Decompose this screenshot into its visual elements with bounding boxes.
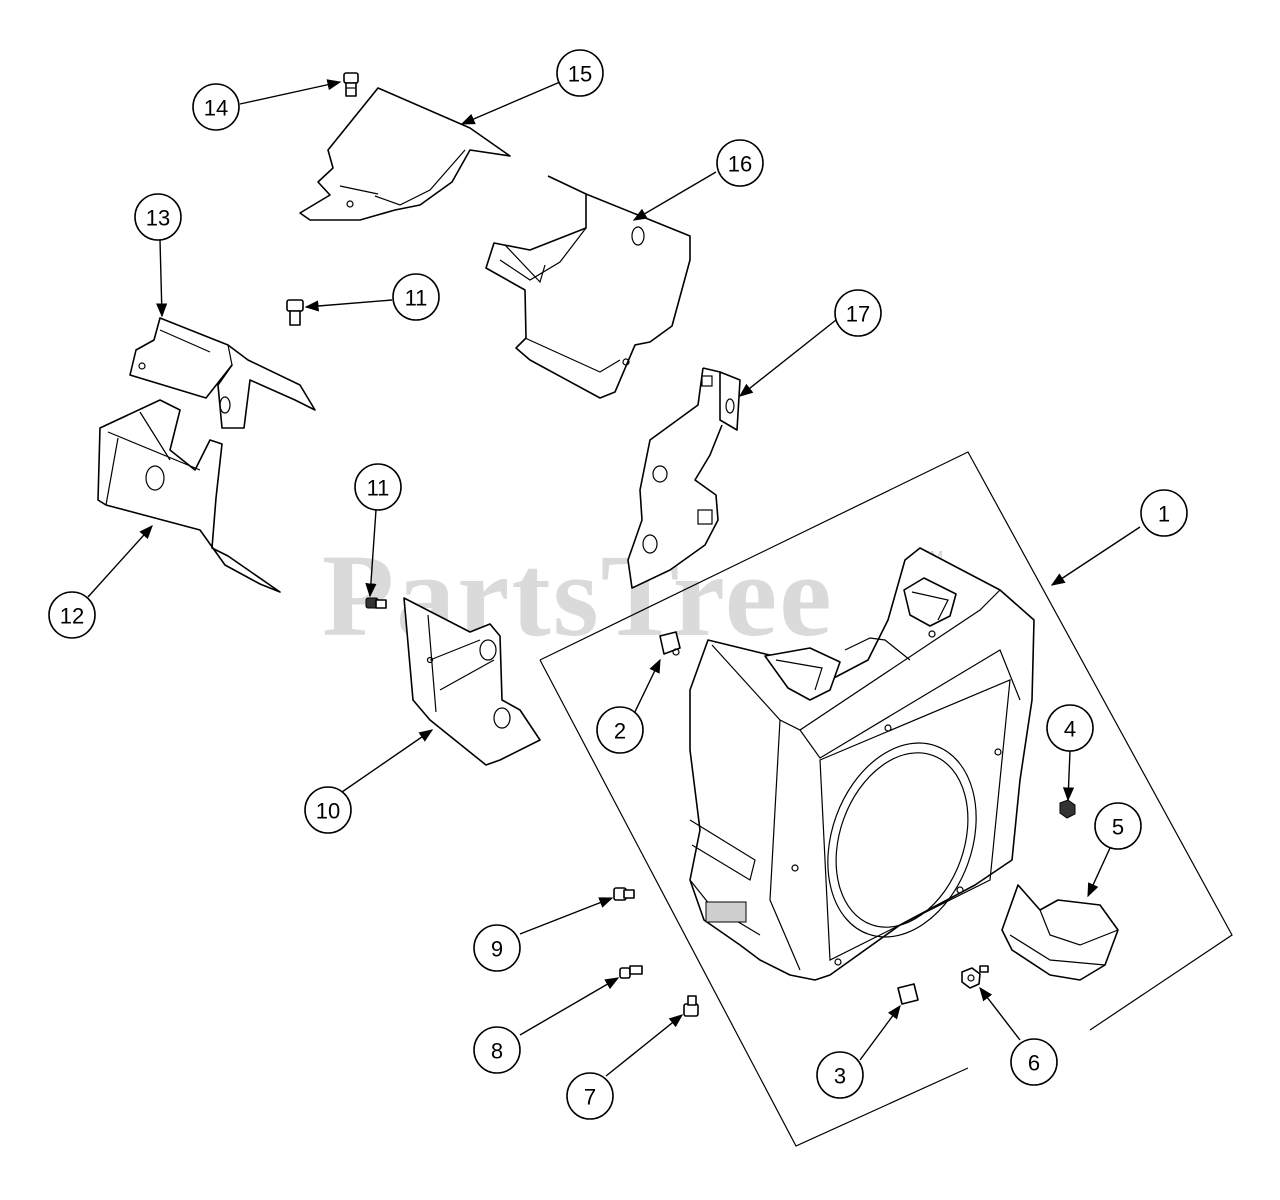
assembly-outline-lower bbox=[539, 659, 969, 1147]
callout-14-label: 14 bbox=[204, 96, 228, 121]
callout-11-top-label: 11 bbox=[405, 286, 428, 311]
callout-4-label: 4 bbox=[1064, 717, 1076, 742]
part-1-blower-housing bbox=[689, 547, 1035, 981]
assembly-outline bbox=[539, 451, 1233, 1031]
leader-2 bbox=[631, 658, 661, 719]
part-2-clip bbox=[659, 631, 681, 656]
callout-4: 4 bbox=[1046, 704, 1094, 752]
callout-17: 17 bbox=[834, 289, 882, 337]
part-12-bracket bbox=[97, 399, 281, 593]
callout-1: 1 bbox=[1140, 489, 1188, 537]
callout-15-label: 15 bbox=[568, 62, 592, 87]
callout-11-top: 11 bbox=[392, 273, 440, 321]
part-7-screw bbox=[683, 995, 699, 1017]
part-3-clip bbox=[897, 983, 919, 1005]
leader-1 bbox=[1050, 526, 1141, 586]
callout-16-label: 16 bbox=[728, 152, 752, 177]
part-16-shroud bbox=[485, 175, 691, 399]
callout-3-label: 3 bbox=[834, 1064, 846, 1089]
leader-17 bbox=[738, 319, 837, 397]
callout-5: 5 bbox=[1094, 802, 1142, 850]
leader-16 bbox=[632, 171, 717, 221]
leader-13 bbox=[156, 239, 168, 318]
part-14-bolt bbox=[343, 72, 359, 97]
callout-7: 7 bbox=[566, 1072, 614, 1120]
leader-11-lower bbox=[365, 509, 377, 598]
part-10-bracket bbox=[403, 597, 541, 766]
callout-16: 16 bbox=[716, 139, 764, 187]
leader-6 bbox=[979, 986, 1021, 1041]
leader-9 bbox=[519, 897, 614, 935]
part-6-nut bbox=[961, 965, 989, 989]
callout-8-label: 8 bbox=[491, 1039, 503, 1064]
part-11-bolt-lower bbox=[365, 597, 387, 609]
callout-13: 13 bbox=[134, 193, 182, 241]
callout-11-lower: 11 bbox=[354, 463, 402, 511]
callout-6: 6 bbox=[1010, 1038, 1058, 1086]
callout-14: 14 bbox=[192, 83, 240, 131]
leader-11-top bbox=[304, 299, 393, 312]
callout-9-label: 9 bbox=[491, 937, 503, 962]
callouts: 1 2 3 4 5 6 7 8 bbox=[48, 49, 1188, 1120]
leader-8 bbox=[519, 977, 620, 1036]
part-11-bolt-top bbox=[286, 299, 304, 326]
callout-3: 3 bbox=[816, 1051, 864, 1099]
callout-10-label: 10 bbox=[316, 799, 340, 824]
part-4-nut bbox=[1059, 799, 1076, 819]
part-17-bracket bbox=[627, 367, 741, 589]
callout-5-label: 5 bbox=[1112, 815, 1124, 840]
callout-17-label: 17 bbox=[846, 302, 870, 327]
callout-9: 9 bbox=[473, 924, 521, 972]
leader-12 bbox=[87, 524, 153, 598]
leader-10 bbox=[341, 729, 434, 793]
leader-14 bbox=[239, 79, 342, 105]
callout-15: 15 bbox=[556, 49, 604, 97]
callout-11-lower-label: 11 bbox=[367, 476, 390, 501]
callout-13-label: 13 bbox=[146, 206, 170, 231]
callout-10: 10 bbox=[304, 786, 352, 834]
leader-3 bbox=[859, 1004, 901, 1061]
callout-6-label: 6 bbox=[1028, 1051, 1040, 1076]
part-9-screw bbox=[613, 887, 635, 901]
callout-2: 2 bbox=[596, 706, 644, 754]
part-8-screw bbox=[619, 965, 643, 979]
callout-7-label: 7 bbox=[584, 1085, 596, 1110]
leader-4 bbox=[1062, 750, 1075, 802]
callout-12: 12 bbox=[48, 591, 96, 639]
leader-7 bbox=[605, 1014, 684, 1077]
part-5-deflector bbox=[1001, 884, 1119, 981]
leader-15 bbox=[460, 81, 561, 125]
part-13-bracket bbox=[129, 317, 316, 429]
callout-12-label: 12 bbox=[60, 604, 84, 629]
part-15-shroud bbox=[299, 87, 511, 221]
callout-1-label: 1 bbox=[1158, 502, 1170, 527]
leader-lines bbox=[87, 79, 1141, 1077]
callout-2-label: 2 bbox=[614, 719, 626, 744]
callout-8: 8 bbox=[473, 1026, 521, 1074]
leader-5 bbox=[1087, 847, 1111, 898]
